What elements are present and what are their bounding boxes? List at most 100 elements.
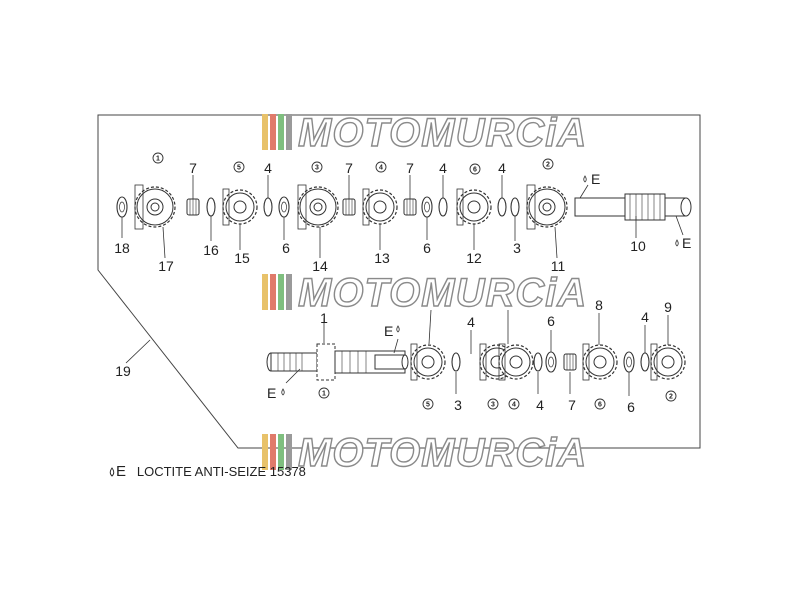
part-label: 4 — [467, 314, 475, 330]
bearing-7a — [186, 198, 200, 216]
svg-text:MOTOMURCiA: MOTOMURCiA — [298, 111, 587, 155]
part-label: 4 — [498, 160, 506, 176]
part-label: 14 — [312, 258, 328, 274]
gear-mark: 3 — [311, 161, 323, 173]
legend-symbol: E — [116, 463, 127, 480]
washer-6a — [278, 196, 290, 218]
part-label: 6 — [547, 313, 555, 329]
upper-shaft-assembly: 1 5 3 4 6 2 18 — [114, 152, 692, 274]
assembly-label: 19 — [115, 363, 131, 379]
part-label: 7 — [189, 160, 197, 176]
part-label: 6 — [423, 240, 431, 256]
assembly-frame — [97, 114, 701, 449]
gear-17 — [134, 184, 176, 230]
part-label: 6 — [627, 399, 635, 415]
part-label: 3 — [454, 397, 462, 413]
gear-mark: 2 — [665, 390, 677, 402]
svg-text:E: E — [682, 235, 691, 251]
washer-lower-6b — [623, 351, 635, 373]
part-label: 4 — [536, 397, 544, 413]
ring-16 — [206, 197, 216, 217]
svg-text:MOTOMURCiA: MOTOMURCiA — [298, 271, 587, 315]
gear-mark: 1 — [152, 152, 164, 164]
gear-mark: 4 — [375, 161, 387, 173]
svg-text:5: 5 — [237, 165, 241, 172]
gear-13 — [362, 188, 398, 226]
svg-text:4: 4 — [512, 402, 516, 409]
leader-lines — [125, 309, 669, 396]
part-label: 3 — [513, 240, 521, 256]
part-label: 11 — [551, 258, 566, 274]
washer-lower-6a — [545, 351, 557, 373]
part-label: 7 — [345, 160, 353, 176]
svg-text:5: 5 — [426, 402, 430, 409]
svg-text:6: 6 — [598, 402, 602, 409]
gear-14 — [297, 184, 339, 230]
part-label: 12 — [466, 250, 482, 266]
shaft-1 — [266, 343, 409, 381]
gear-12 — [456, 188, 492, 226]
svg-text:E: E — [591, 171, 600, 187]
part-label: 1 — [320, 310, 328, 326]
gear-mark: 6 — [469, 163, 481, 175]
ring-4b — [438, 197, 448, 217]
part-label: 18 — [114, 240, 130, 256]
loctite-marker: E — [267, 385, 285, 401]
svg-text:1: 1 — [156, 156, 160, 163]
lower-shaft-assembly: 1 5 3 4 6 2 1 E — [125, 297, 686, 415]
ring-4a — [263, 197, 273, 217]
part-label: 7 — [568, 397, 576, 413]
svg-text:3: 3 — [491, 402, 495, 409]
gear-mark: 4 — [508, 398, 520, 410]
loctite-marker: E — [675, 235, 691, 251]
part-label: 16 — [203, 242, 219, 258]
gear-11 — [526, 184, 568, 230]
bearing-7b — [342, 198, 356, 216]
part-label: 7 — [406, 160, 414, 176]
gear-mark: 5 — [422, 398, 434, 410]
part-label: 8 — [595, 297, 603, 313]
svg-text:2: 2 — [546, 162, 550, 169]
svg-text:6: 6 — [473, 167, 477, 174]
part-label: 4 — [264, 160, 272, 176]
svg-text:1: 1 — [322, 391, 326, 398]
legend: E LOCTITE ANTI-SEIZE 15378 — [108, 463, 306, 480]
svg-text:2: 2 — [669, 394, 673, 401]
svg-text:E: E — [267, 385, 276, 401]
gear-8 — [582, 343, 618, 381]
part-label: 13 — [374, 250, 390, 266]
part-label: 9 — [664, 299, 672, 315]
legend-text: LOCTITE ANTI-SEIZE 15378 — [136, 464, 306, 479]
part-label: 4 — [641, 309, 649, 325]
ring-lower-4a — [451, 352, 461, 372]
gear-15 — [222, 188, 258, 226]
part-label: 6 — [282, 240, 290, 256]
ring-lower-4b — [533, 352, 543, 372]
part-label: 17 — [158, 258, 174, 274]
loctite-marker: E — [583, 171, 600, 187]
watermark: MOTOMURCiA MOTOMURCiA MOTOMURCiA — [262, 110, 587, 476]
svg-text:4: 4 — [379, 165, 383, 172]
gear-mark: 6 — [594, 398, 606, 410]
ring-lower-4c — [640, 352, 650, 372]
part-label: 15 — [234, 250, 250, 266]
svg-text:3: 3 — [315, 165, 319, 172]
leader-lines — [121, 175, 684, 259]
drop-icon — [109, 467, 115, 477]
part-label: 10 — [630, 238, 646, 254]
washer-18 — [116, 196, 128, 218]
gear-mark: 5 — [233, 161, 245, 173]
ring-4c — [497, 197, 507, 217]
washer-6b — [421, 196, 433, 218]
loctite-marker: E — [384, 323, 400, 339]
bearing-7c — [403, 198, 417, 216]
svg-text:E: E — [384, 323, 393, 339]
bearing-lower-7 — [563, 353, 577, 371]
gear-lower-5 — [410, 343, 446, 381]
shaft-10 — [574, 193, 692, 221]
gear-9 — [650, 343, 686, 381]
gear-mark: 1 — [318, 387, 330, 399]
svg-text:MOTOMURCiA: MOTOMURCiA — [298, 431, 587, 475]
gear-mark: 2 — [542, 158, 554, 170]
